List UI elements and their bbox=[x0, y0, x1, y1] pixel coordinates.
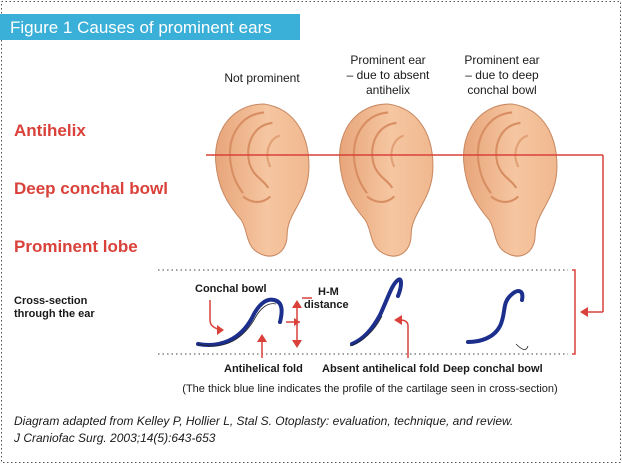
antihelical-fold-arrow-icon bbox=[257, 334, 267, 342]
label-conchal-bowl: Conchal bowl bbox=[195, 283, 267, 295]
cartilage-profile-normal bbox=[196, 297, 284, 347]
figure-title: Figure 1 Causes of prominent ears bbox=[10, 18, 272, 37]
hm-distance-down-arrow-icon bbox=[292, 340, 302, 348]
citation-line-1: Diagram adapted from Kelley P, Hollier L… bbox=[14, 414, 513, 428]
column-header-not-prominent: Not prominent bbox=[224, 71, 300, 85]
column-header-absent-antihelix-1: Prominent ear bbox=[350, 53, 425, 67]
column-header-deep-bowl-1: Prominent ear bbox=[464, 53, 539, 67]
cartilage-profile-deep-bowl bbox=[466, 289, 525, 344]
conchal-bowl-arrow-icon bbox=[217, 325, 224, 335]
column-header-deep-bowl-2: – due to deep bbox=[465, 68, 539, 82]
citation-line-2: J Craniofac Surg. 2003;14(5):643-653 bbox=[13, 431, 216, 445]
ear-normal-illustration bbox=[214, 102, 310, 258]
label-deep-conchal-bowl: Deep conchal bowl bbox=[14, 179, 168, 198]
column-header-absent-antihelix-2: – due to absent bbox=[347, 68, 430, 82]
title-banner bbox=[0, 14, 300, 40]
ear-deep-bowl-illustration bbox=[462, 102, 558, 258]
cartilage-profile-absent-antihelix bbox=[350, 277, 403, 346]
column-header-deep-bowl-3: conchal bowl bbox=[467, 83, 536, 97]
label-antihelix: Antihelix bbox=[14, 121, 86, 140]
label-hm-distance-2: distance bbox=[304, 299, 349, 311]
label-prominent-lobe: Prominent lobe bbox=[14, 237, 138, 256]
label-antihelical-fold: Antihelical fold bbox=[224, 363, 303, 375]
ear-absent-antihelix-illustration bbox=[338, 102, 434, 258]
connector-arrow-icon bbox=[580, 307, 588, 317]
cross-section-bracket bbox=[572, 269, 576, 355]
hm-distance-up-arrow-icon bbox=[292, 300, 302, 308]
label-hm-distance-1: H-M bbox=[318, 286, 339, 298]
column-header-absent-antihelix-3: antihelix bbox=[366, 83, 410, 97]
label-absent-antihelical-fold: Absent antihelical fold bbox=[322, 363, 439, 375]
absent-fold-arrow-icon bbox=[394, 315, 402, 325]
label-cross-section-1: Cross-section bbox=[14, 295, 88, 307]
cartilage-note: (The thick blue line indicates the profi… bbox=[182, 383, 557, 395]
label-deep-conchal-bowl-section: Deep conchal bowl bbox=[443, 363, 543, 375]
label-cross-section-2: through the ear bbox=[14, 308, 95, 320]
